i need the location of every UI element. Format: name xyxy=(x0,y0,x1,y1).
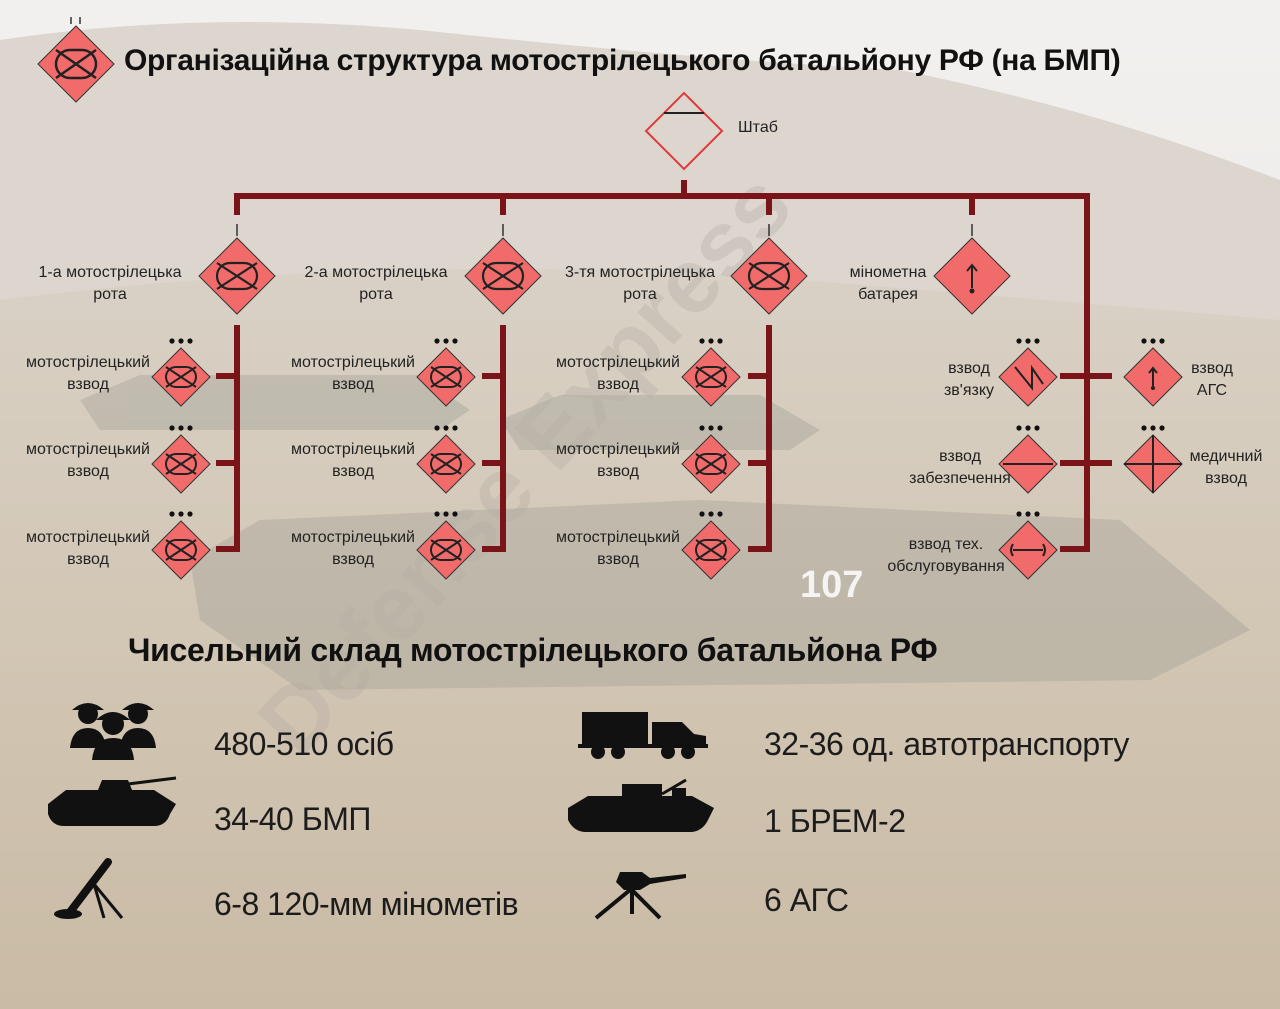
medical-platoon-symbol xyxy=(1123,425,1183,494)
platoon-label: мотострілецький взвод xyxy=(26,441,150,480)
hq-label: Штаб xyxy=(738,119,778,136)
ags-launcher-icon xyxy=(594,872,686,920)
platoon-label: мотострілецький взвод xyxy=(26,354,150,393)
company-1-label: 1-а мотострілецька рота xyxy=(38,264,182,303)
personnel-icon xyxy=(70,703,156,760)
mortar-icon xyxy=(54,858,124,919)
supply-platoon-symbol xyxy=(998,425,1058,494)
platoon-label: мотострілецький взвод xyxy=(556,441,680,480)
stat-personnel: 480-510 осіб xyxy=(214,726,394,762)
ags-platoon-symbol xyxy=(1123,338,1183,407)
stat-ags: 6 АГС xyxy=(764,882,849,918)
stat-mortars: 6-8 120-мм мінометів xyxy=(214,886,519,922)
ags-platoon-label: взвод АГС xyxy=(1191,360,1233,399)
medical-platoon-label: медичний взвод xyxy=(1189,448,1263,487)
org-chart xyxy=(216,91,1112,552)
platoon-label: мотострілецький взвод xyxy=(291,529,415,568)
signal-platoon-symbol xyxy=(998,338,1058,407)
platoon-label: мотострілецький взвод xyxy=(291,354,415,393)
company-3-label: 3-тя мотострілецька рота xyxy=(564,264,716,303)
platoon-label: мотострілецький взвод xyxy=(556,354,680,393)
company-2-label: 2-а мотострілецька рота xyxy=(304,264,448,303)
platoon-label: мотострілецький взвод xyxy=(291,441,415,480)
brem-icon xyxy=(568,778,714,832)
mortar-battery-label: мінометна батарея xyxy=(849,264,927,303)
truck-icon xyxy=(578,712,708,759)
signal-platoon-label: взвод зв'язку xyxy=(943,360,995,399)
stat-brem: 1 БРЕМ-2 xyxy=(764,803,906,839)
page-title: Організаційна структура мотострілецького… xyxy=(124,44,1121,77)
stat-vehicles: 32-36 од. автотранспорту xyxy=(764,726,1129,762)
maintenance-platoon-label: взвод тех. обслуговування xyxy=(887,536,1005,575)
platoon-label: мотострілецький взвод xyxy=(26,529,150,568)
platoon-label: мотострілецький взвод xyxy=(556,529,680,568)
stat-ifv: 34-40 БМП xyxy=(214,801,371,837)
strength-title: Чисельний склад мотострілецького батальй… xyxy=(128,632,938,668)
supply-platoon-label: взвод забезпечення xyxy=(909,448,1011,487)
ifv-icon xyxy=(48,776,177,826)
vehicle-number: 107 xyxy=(800,564,863,606)
unit-symbols xyxy=(151,236,1183,580)
mortar-battery-symbol xyxy=(933,237,1011,315)
hq-symbol xyxy=(644,91,724,171)
maintenance-platoon-symbol xyxy=(998,511,1058,580)
